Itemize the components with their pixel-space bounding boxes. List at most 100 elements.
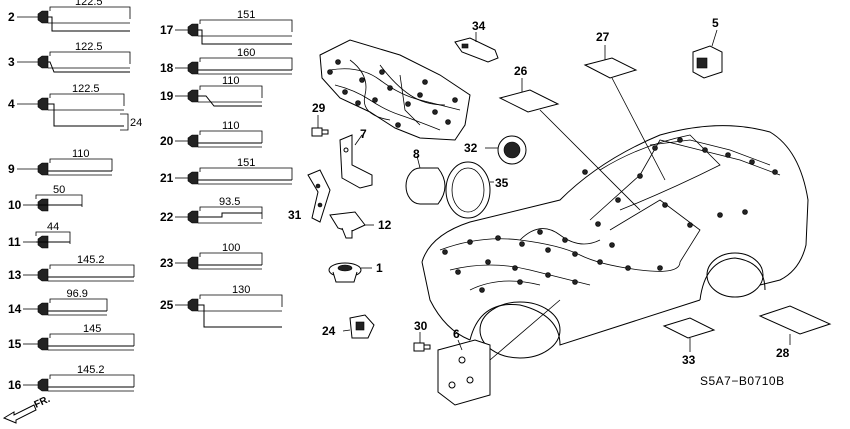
clip-number-22: 22 [160,210,174,224]
part-27-pad[interactable]: 27 [583,30,666,181]
dimension-bracket [35,231,71,244]
dimension-value: 145.2 [77,364,105,376]
clip-number-25: 25 [160,298,174,312]
direction-label: FR. [33,394,52,411]
part-7-bracket[interactable]: 7 [339,127,373,189]
dimension-value: 110 [72,148,90,160]
clip-column-left: 2122.53122.54122.52491101050114413145.21… [8,0,142,392]
clip-head [37,378,49,392]
part-24-clip[interactable]: 24 [322,314,375,339]
clip-23[interactable]: 23 100 [160,242,263,270]
part-32-grommet[interactable]: 32 [464,135,527,165]
dimension-bracket [199,57,293,70]
part-31-clip[interactable]: 31 [288,169,331,223]
part-5-relay-block[interactable]: 5 [692,16,723,79]
clip-9[interactable]: 9 110 [8,148,113,176]
part-8-drum[interactable]: 8 [405,147,446,205]
dimension-value: 96.9 [67,288,88,300]
clip-tail [198,212,262,218]
part-35-seal[interactable]: 35 [445,161,509,219]
dashboard-harness[interactable] [319,39,471,141]
clip-tail [198,29,292,45]
part-29-bolt[interactable]: 29 [311,101,329,137]
clip-25[interactable]: 25 130 [160,284,283,328]
dimension-bracket [49,93,125,106]
clip-number-18: 18 [160,61,174,75]
dimension-value: 130 [232,284,250,296]
clip-number-9: 9 [8,162,15,176]
clip-head [37,10,49,24]
part-number-29: 29 [312,101,326,115]
dimension-bracket [49,264,135,277]
clip-head [187,210,199,224]
clip-column-middle: 17151181601911020110211512293.5231002513… [160,9,293,328]
part-34-connector[interactable]: 34 [454,19,499,63]
clip-21[interactable]: 21 151 [160,157,293,185]
part-6-cover[interactable]: 6 [437,299,561,406]
dimension-value: 100 [222,242,240,254]
diagram-code: S5A7−B0710B [700,374,785,388]
clip-head [37,268,49,282]
clip-head [37,162,49,176]
dimension-value: 93.5 [219,196,240,208]
part-12-clip[interactable]: 12 [329,211,392,239]
part-number-31: 31 [288,208,302,222]
dimension-value: 145.2 [77,254,105,266]
clip-head [37,55,49,69]
body-harness[interactable] [439,137,781,293]
dimension-value: 151 [237,157,255,169]
clip-10[interactable]: 10 50 [8,184,83,212]
part-1-grommet[interactable]: 1 [328,261,383,283]
clip-tail [48,61,130,73]
clip-head [187,134,199,148]
dimension-value: 122.5 [75,41,103,53]
dimension-bracket [49,374,135,387]
clip-number-2: 2 [8,10,15,24]
clip-14[interactable]: 14 96.9 [8,288,108,316]
clip-number-10: 10 [8,198,22,212]
clip-number-14: 14 [8,302,22,316]
dimension-bracket [199,19,293,32]
dimension-bracket [49,298,108,311]
clip-tail [198,95,262,107]
part-number-8: 8 [413,147,420,161]
clip-22[interactable]: 22 93.5 [160,196,263,224]
part-number-30: 30 [414,319,428,333]
part-33-pad[interactable]: 33 [662,317,716,367]
car-body-outline [421,125,809,359]
clip-head [37,97,49,111]
part-28-pad[interactable]: 28 [758,305,832,360]
clip-head [187,89,199,103]
dimension-value: 50 [53,184,65,196]
part-number-35: 35 [495,176,509,190]
clip-number-21: 21 [160,171,174,185]
dimension-value: 110 [222,120,240,132]
dimension-bracket [199,252,263,265]
clip-number-23: 23 [160,256,174,270]
front-direction-arrow: FR. [2,394,52,424]
dimension-value: 44 [47,221,59,233]
clip-head [37,337,49,351]
clip-tail [198,304,282,328]
part-number-26: 26 [514,64,528,78]
part-26-pad[interactable]: 26 [498,64,641,211]
dimension-value: 145 [83,323,101,335]
dimension-bracket [49,51,131,64]
part-number-24: 24 [322,324,336,338]
clip-head [187,171,199,185]
dimension-bracket [199,206,263,219]
part-30-bolt[interactable]: 30 [413,319,431,352]
clip-number-19: 19 [160,89,174,103]
part-number-32: 32 [464,141,478,155]
